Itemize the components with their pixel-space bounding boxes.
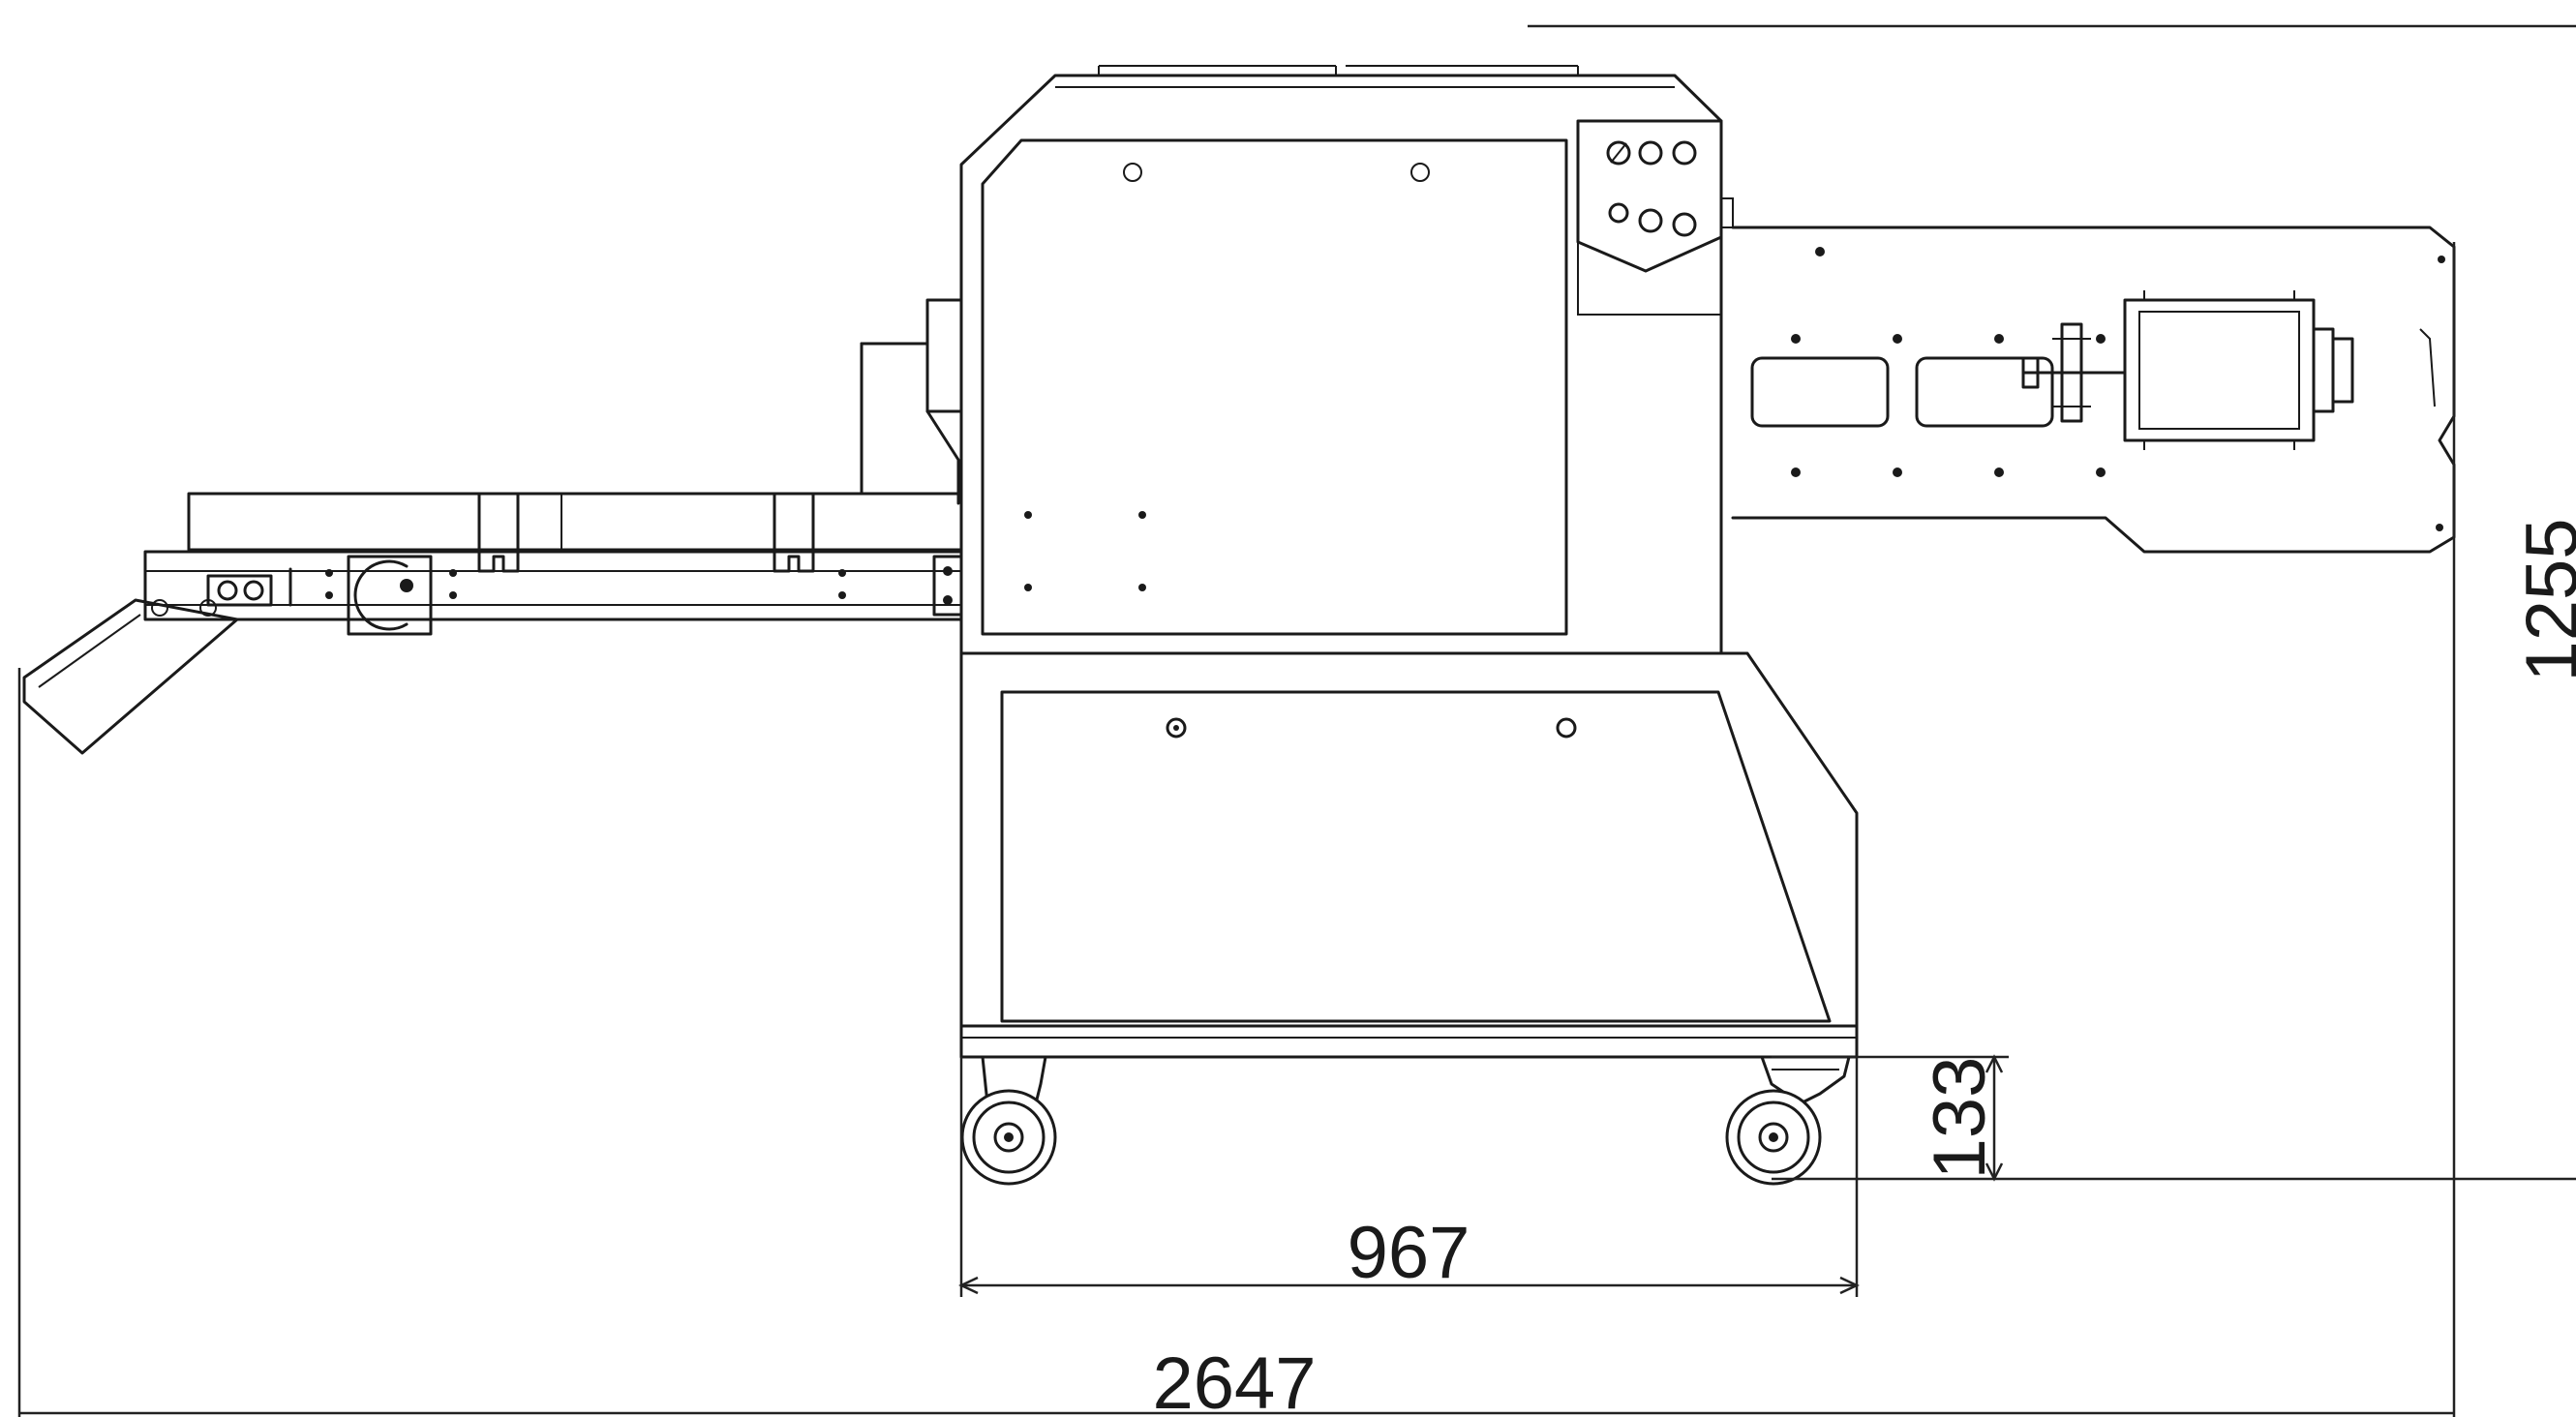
- angled-end-plate: [22, 598, 239, 755]
- dimension-caster-offset: 133: [1772, 1054, 2576, 1182]
- control-panel: [1576, 119, 1723, 273]
- height-label: 1255: [2511, 518, 2576, 681]
- main-cabinet: [959, 65, 1859, 1059]
- outfeed-section: [1731, 226, 2456, 554]
- overall-length-label: 2647: [1152, 1342, 1316, 1417]
- base-rail: [959, 1024, 1859, 1059]
- caster-offset-label: 133: [1919, 1057, 2001, 1180]
- motor: [2123, 298, 2316, 442]
- caster-left: [960, 1055, 1057, 1186]
- control-knobs: [1606, 140, 1697, 237]
- infeed-conveyor: [22, 298, 963, 755]
- dimension-height: 1255: [2511, 518, 2576, 681]
- dimension-overall-length: 2647: [17, 242, 2456, 1417]
- lower-body: [959, 651, 1859, 1028]
- dimension-frame-width: 967: [958, 1057, 1860, 1297]
- frame-width-label: 967: [1348, 1212, 1470, 1294]
- caster-right: [1725, 1055, 1851, 1186]
- upper-door-panel: [981, 138, 1568, 636]
